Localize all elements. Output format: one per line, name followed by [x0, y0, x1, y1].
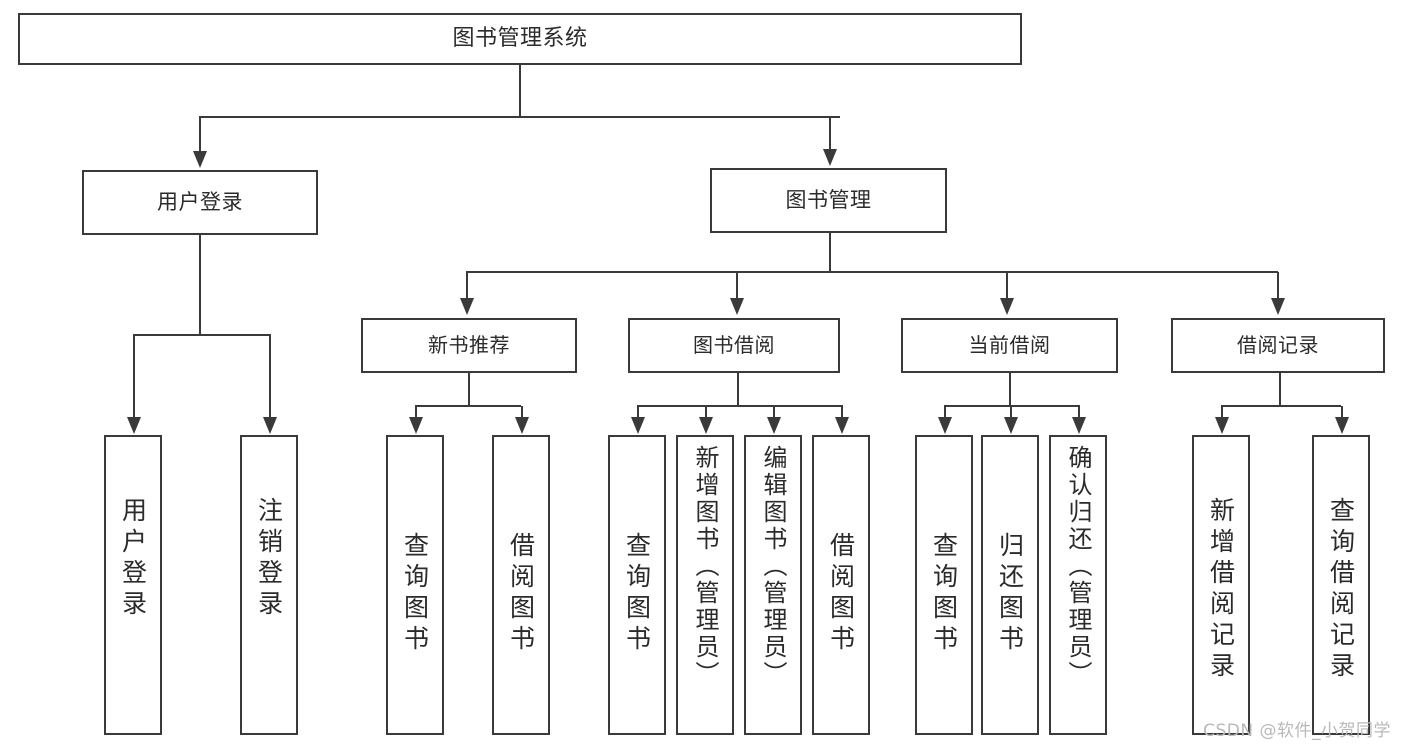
leaf-borrow-book-new-rec[interactable]: 借阅图书 [492, 435, 550, 735]
node-new-book-recommend[interactable]: 新书推荐 [361, 318, 577, 373]
arrow-to-leaf-logout [263, 417, 277, 434]
leaf-edit-book-admin[interactable]: 编辑图书（管理员） [744, 435, 802, 735]
arrow-to-leaf-query-book-b [631, 417, 645, 434]
connector-current-borrow-bus [944, 405, 1080, 407]
leaf-query-book-new-rec[interactable]: 查询图书 [386, 435, 444, 735]
node-root-system[interactable]: 图书管理系统 [18, 13, 1022, 65]
leaf-query-book-current[interactable]: 查询图书 [915, 435, 973, 735]
node-label: 图书管理系统 [452, 25, 588, 51]
connector-user-login-to-leaf-2 [269, 335, 271, 419]
connector-new-book-rec-bus [415, 405, 521, 407]
connector-book-borrow-to-leaf-2 [705, 406, 707, 419]
node-label: 新书推荐 [428, 333, 510, 358]
leaf-query-book-borrow[interactable]: 查询图书 [608, 435, 666, 735]
node-borrow-record[interactable]: 借阅记录 [1171, 318, 1385, 373]
arrow-to-borrow-record [1271, 298, 1285, 315]
node-book-borrow[interactable]: 图书借阅 [628, 318, 840, 373]
connector-book-borrow-stem [737, 373, 739, 406]
connector-current-borrow-to-leaf-3 [1078, 406, 1080, 419]
leaf-add-borrow-record[interactable]: 新增借阅记录 [1192, 435, 1250, 735]
arrow-to-current-borrow [1000, 298, 1014, 315]
connector-new-book-rec-stem [468, 373, 470, 406]
connector-to-current-borrow [1006, 272, 1008, 300]
connector-user-login-stem [199, 235, 201, 335]
connector-current-borrow-to-leaf-1 [944, 406, 946, 419]
node-label: 归还图书 [995, 532, 1025, 656]
arrow-to-book-borrow [730, 298, 744, 315]
node-book-management[interactable]: 图书管理 [710, 168, 947, 233]
node-label: 查询图书 [400, 532, 430, 656]
node-label: 查询图书 [929, 532, 959, 656]
arrow-to-leaf-query-book-a [409, 417, 423, 434]
connector-new-book-rec-to-leaf-2 [521, 406, 523, 419]
connector-book-borrow-to-leaf-4 [841, 406, 843, 419]
arrow-to-leaf-user-login [127, 417, 141, 434]
connector-to-borrow-record [1277, 272, 1279, 300]
connector-new-book-rec-to-leaf-1 [415, 406, 417, 419]
connector-book-manage-stem [829, 233, 831, 272]
node-current-borrow[interactable]: 当前借阅 [901, 318, 1118, 373]
node-label: 确认归还（管理员） [1064, 445, 1092, 688]
connector-book-borrow-to-leaf-1 [637, 406, 639, 419]
node-label: 借阅图书 [506, 532, 536, 656]
node-label: 图书管理 [785, 187, 872, 212]
connector-book-borrow-bus [637, 405, 843, 407]
arrow-to-book-manage [823, 149, 837, 166]
leaf-query-borrow-record[interactable]: 查询借阅记录 [1312, 435, 1370, 735]
connector-root-to-user-login [199, 117, 201, 153]
node-label: 查询图书 [622, 532, 652, 656]
connector-root-to-book-manage [829, 117, 831, 151]
node-label: 借阅记录 [1237, 333, 1319, 358]
arrow-to-new-book-rec [460, 298, 474, 315]
node-label: 当前借阅 [968, 333, 1051, 358]
connector-user-login-bus [133, 334, 271, 336]
connector-borrow-record-to-leaf-2 [1341, 406, 1343, 419]
arrow-to-leaf-return-book [1004, 417, 1018, 434]
node-label: 借阅图书 [826, 532, 856, 656]
node-label: 新增借阅记录 [1206, 497, 1236, 683]
node-label: 用户登录 [157, 189, 243, 214]
node-label: 图书借阅 [693, 333, 775, 358]
node-user-login[interactable]: 用户登录 [82, 170, 318, 235]
connector-root-bus [199, 116, 840, 118]
arrow-to-leaf-query-record [1335, 417, 1349, 434]
connector-current-borrow-stem [1009, 373, 1011, 406]
arrow-to-leaf-confirm-return [1072, 417, 1086, 434]
connector-current-borrow-to-leaf-2 [1010, 406, 1012, 419]
connector-borrow-record-bus [1221, 405, 1341, 407]
connector-to-book-borrow [736, 272, 738, 300]
leaf-add-book-admin[interactable]: 新增图书（管理员） [676, 435, 734, 735]
connector-book-borrow-to-leaf-3 [773, 406, 775, 419]
node-label: 用户登录 [118, 497, 148, 621]
connector-book-manage-bus [466, 271, 1278, 273]
connector-borrow-record-stem [1279, 373, 1281, 406]
node-label: 编辑图书（管理员） [759, 445, 787, 688]
connector-to-new-book-rec [466, 272, 468, 300]
connector-root-stem [519, 65, 521, 117]
leaf-confirm-return-admin[interactable]: 确认归还（管理员） [1049, 435, 1107, 735]
node-label: 查询借阅记录 [1326, 497, 1356, 683]
arrow-to-leaf-add-record [1215, 417, 1229, 434]
connector-user-login-to-leaf-1 [133, 335, 135, 419]
arrow-to-leaf-query-book-c [938, 417, 952, 434]
leaf-return-book[interactable]: 归还图书 [981, 435, 1039, 735]
node-label: 新增图书（管理员） [691, 445, 719, 688]
arrow-to-leaf-add-book [699, 417, 713, 434]
leaf-user-login[interactable]: 用户登录 [104, 435, 162, 735]
arrow-to-user-login [193, 151, 207, 168]
node-label: 注销登录 [254, 497, 284, 621]
leaf-logout[interactable]: 注销登录 [240, 435, 298, 735]
connector-borrow-record-to-leaf-1 [1221, 406, 1223, 419]
arrow-to-leaf-borrow-book-b [835, 417, 849, 434]
arrow-to-leaf-edit-book [767, 417, 781, 434]
arrow-to-leaf-borrow-book-a [515, 417, 529, 434]
leaf-borrow-book-borrow[interactable]: 借阅图书 [812, 435, 870, 735]
